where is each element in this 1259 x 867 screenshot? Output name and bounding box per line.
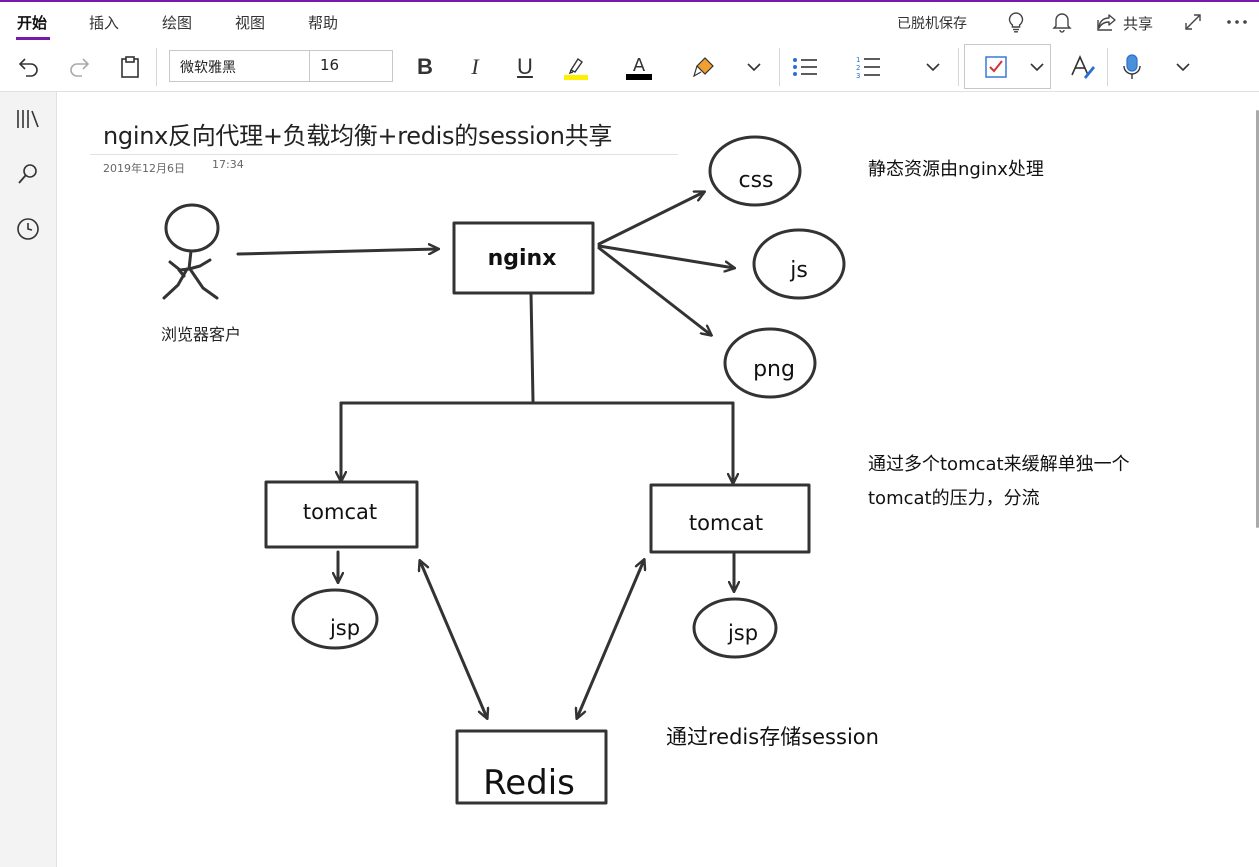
browser-client-label: 浏览器客户: [161, 325, 241, 344]
nginx-box: [452, 221, 595, 295]
tomcat-left-box: [264, 480, 419, 549]
page-date: 2019年12月6日: [103, 162, 185, 175]
navigation-rail: [0, 92, 57, 867]
jsp-right-label: jsp: [727, 621, 758, 645]
toolbar-divider: [779, 48, 780, 86]
note-page-canvas[interactable]: nginx反向代理+负载均衡+redis的session共享 2019年12月6…: [58, 92, 1259, 867]
redo-icon[interactable]: [66, 52, 92, 82]
redis-box: [455, 729, 608, 805]
client-to-nginx-arrow: [236, 249, 438, 256]
redis-note[interactable]: 通过redis存储session: [666, 725, 879, 749]
format-painter-icon[interactable]: [690, 52, 718, 82]
toolbar-divider: [958, 48, 959, 86]
highlighter-icon[interactable]: [562, 52, 590, 82]
css-label: css: [738, 168, 773, 193]
nginx-to-js-arrow: [597, 244, 734, 268]
architecture-diagram: 浏览器客户 nginx css js png tomcat tomcat jsp…: [161, 135, 846, 805]
vertical-scrollbar[interactable]: [1256, 110, 1259, 528]
browser-client-stick-figure: [162, 203, 220, 300]
more-formatting-chevron-down-icon[interactable]: [743, 52, 765, 82]
styles-icon[interactable]: [1068, 52, 1096, 82]
clipboard-icon[interactable]: [117, 52, 143, 82]
tomcat-note-line1[interactable]: 通过多个tomcat来缓解单独一个: [868, 454, 1130, 475]
italic-label: I: [471, 54, 479, 79]
nginx-to-tomcats-connector: [341, 291, 733, 483]
font-color-button[interactable]: A: [624, 52, 654, 82]
tab-insert[interactable]: 插入: [89, 14, 120, 32]
underline-button[interactable]: U: [512, 52, 538, 82]
dictate-microphone-icon[interactable]: [1120, 52, 1144, 82]
font-name-field[interactable]: 微软雅黑: [170, 51, 310, 81]
tomcat-note-line2[interactable]: tomcat的压力，分流: [868, 488, 1040, 509]
ribbon-tab-bar: 开始 插入 绘图 视图 帮助 已脱机保存 共享: [0, 0, 1259, 42]
toolbar-divider: [1107, 48, 1108, 86]
tab-help[interactable]: 帮助: [308, 14, 339, 32]
tab-view[interactable]: 视图: [235, 14, 266, 32]
tomcat-right-box: [649, 483, 811, 554]
font-size-field[interactable]: 16: [320, 56, 340, 74]
page-time: 17:34: [212, 158, 244, 171]
expand-icon[interactable]: [1181, 10, 1205, 34]
svg-text:1: 1: [856, 56, 860, 64]
share-button-label[interactable]: 共享: [1123, 15, 1154, 33]
tomcat-left-redis-arrow: [420, 561, 487, 718]
notebooks-library-icon[interactable]: [14, 105, 42, 133]
static-resources-note[interactable]: 静态资源由nginx处理: [868, 159, 1044, 180]
js-label: js: [789, 258, 808, 283]
bold-label: B: [417, 54, 433, 79]
share-icon[interactable]: [1095, 10, 1119, 34]
bold-button[interactable]: B: [412, 52, 438, 82]
nginx-label: nginx: [488, 246, 557, 271]
jsp-left-ellipse: [291, 588, 379, 650]
tomcat-left-label: tomcat: [303, 500, 377, 524]
italic-button[interactable]: I: [462, 52, 488, 82]
page-title[interactable]: nginx反向代理+负载均衡+redis的session共享: [103, 122, 613, 150]
png-label: png: [753, 357, 795, 382]
nginx-to-css-arrow: [597, 192, 704, 246]
saved-status: 已脱机保存: [897, 16, 967, 32]
png-ellipse: [723, 327, 817, 399]
todo-checkbox-icon: [984, 55, 1008, 79]
svg-text:3: 3: [856, 72, 860, 80]
undo-icon[interactable]: [16, 52, 42, 82]
svg-text:2: 2: [856, 64, 860, 72]
nginx-to-png-arrow: [597, 246, 711, 335]
lightbulb-icon[interactable]: [1004, 10, 1028, 34]
recent-clock-icon[interactable]: [14, 215, 42, 243]
tomcat-right-label: tomcat: [689, 511, 763, 535]
tab-draw[interactable]: 绘图: [162, 14, 193, 32]
bullet-list-icon[interactable]: [792, 52, 818, 82]
jsp-left-label: jsp: [329, 616, 360, 640]
css-ellipse: [708, 135, 802, 207]
toolbar-divider: [156, 48, 157, 86]
tomcat-right-redis-arrow: [577, 560, 644, 718]
jsp-right-ellipse: [692, 597, 778, 659]
bell-icon[interactable]: [1050, 10, 1074, 34]
more-options-icon[interactable]: [1225, 10, 1249, 34]
font-picker: 微软雅黑 16: [169, 50, 393, 82]
active-tab-indicator: [16, 37, 50, 40]
list-options-chevron-down-icon[interactable]: [922, 52, 944, 82]
tab-home[interactable]: 开始: [17, 14, 48, 32]
tag-chevron-down-icon[interactable]: [1029, 59, 1045, 75]
redis-label: Redis: [483, 763, 575, 803]
more-tools-chevron-down-icon[interactable]: [1172, 52, 1194, 82]
search-icon[interactable]: [14, 160, 42, 188]
todo-tag-picker[interactable]: [964, 44, 1051, 89]
title-divider: [90, 154, 678, 155]
js-ellipse: [752, 228, 846, 300]
underline-label: U: [517, 54, 533, 79]
font-color-label: A: [633, 55, 646, 76]
